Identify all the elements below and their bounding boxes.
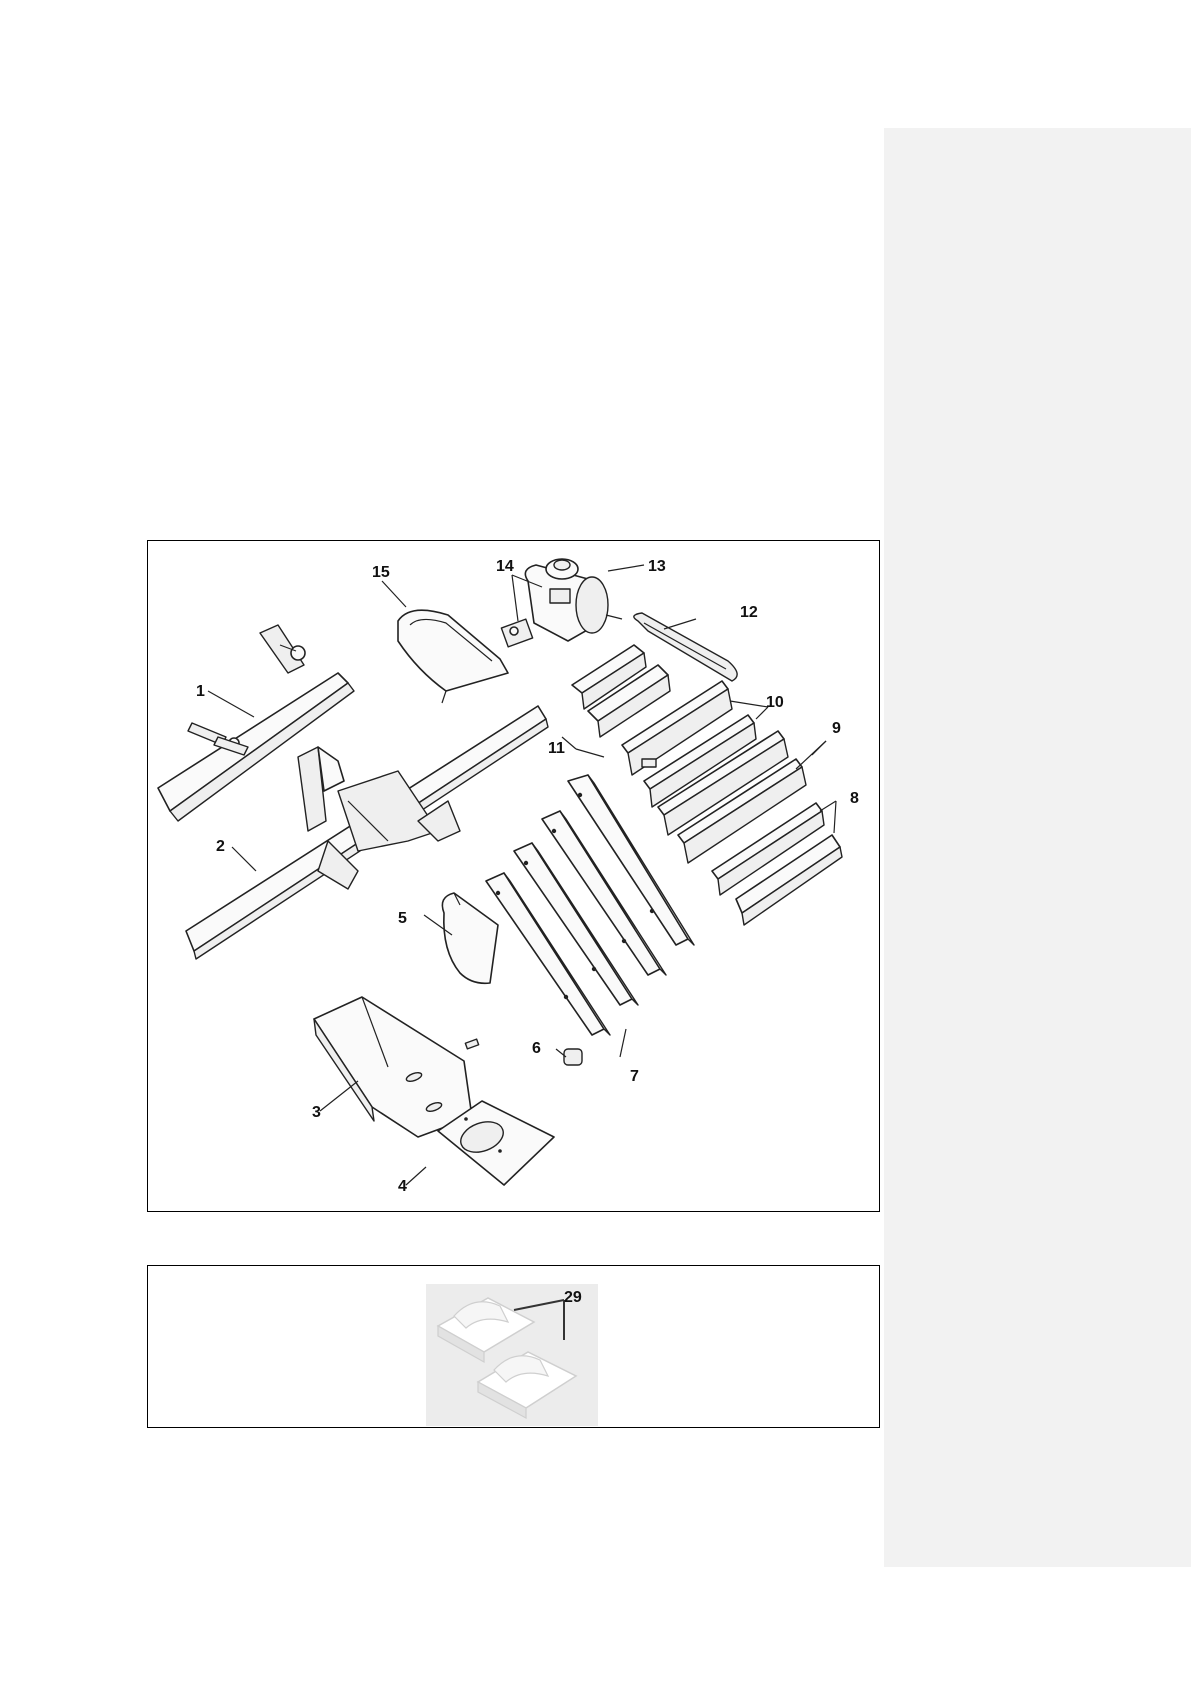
- callout-label: 7: [630, 1068, 639, 1085]
- callout-label: 14: [496, 558, 514, 575]
- callout-label: 13: [648, 558, 666, 575]
- callout-label: 12: [740, 604, 758, 621]
- callout-label: 29: [564, 1289, 582, 1306]
- callout-label: 9: [832, 720, 841, 737]
- callout-label: 3: [312, 1104, 321, 1121]
- push-block-diagram: 29: [147, 1265, 880, 1428]
- part-belt-guard: [398, 610, 508, 703]
- callout-label: 6: [532, 1040, 541, 1057]
- callout-label: 11: [548, 740, 565, 757]
- callout-label: 5: [398, 910, 407, 927]
- callout-label: 1: [196, 683, 205, 700]
- exploded-parts-drawing: 1 2 3 4 5 6 7 8 9 10 11 12 13 14 15: [148, 541, 879, 1211]
- comment-margin-pane: [884, 128, 1191, 1567]
- callout-label: 2: [216, 838, 225, 855]
- part-fence: [158, 625, 354, 821]
- push-block-drawing: 29: [148, 1266, 879, 1427]
- part-dust-chute: [314, 997, 479, 1137]
- callout-label: 8: [850, 790, 859, 807]
- callout-label: 15: [372, 564, 390, 581]
- part-pulley: [546, 559, 578, 579]
- callout-label: 4: [398, 1178, 407, 1195]
- callout-label: 10: [766, 694, 784, 711]
- part-chip-deflector: [442, 893, 498, 983]
- part-knob: [564, 1049, 582, 1065]
- exploded-parts-diagram: 1 2 3 4 5 6 7 8 9 10 11 12 13 14 15: [147, 540, 880, 1212]
